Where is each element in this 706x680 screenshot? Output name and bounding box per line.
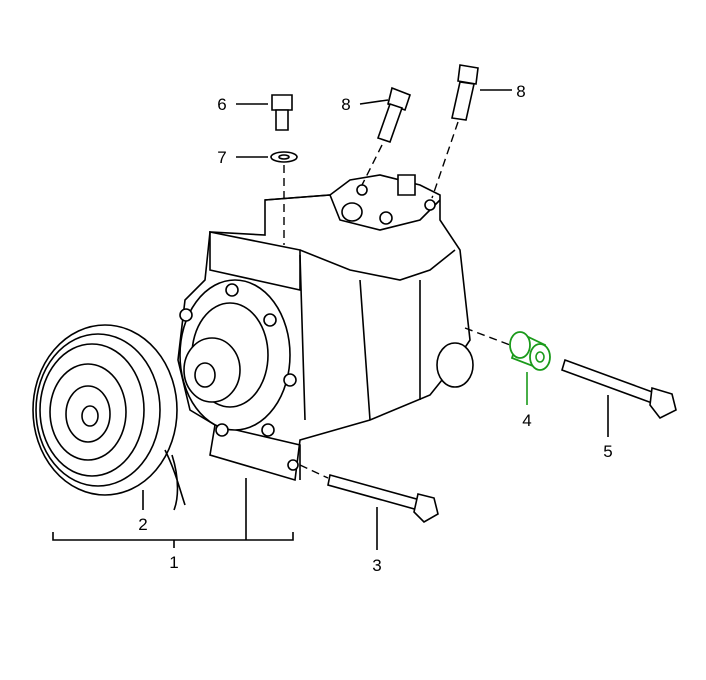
part-6-bolt[interactable] — [271, 94, 293, 131]
part-8-bolt-right[interactable] — [451, 64, 479, 121]
label-3: 3 — [372, 556, 381, 575]
part-7-washer[interactable] — [270, 151, 298, 163]
label-7: 7 — [217, 148, 226, 167]
label-2: 2 — [138, 515, 147, 534]
label-6: 6 — [217, 95, 226, 114]
part-3-bolt[interactable] — [327, 473, 439, 523]
part-5-bolt[interactable] — [561, 358, 677, 420]
label-1: 1 — [169, 553, 178, 572]
compressor-body[interactable] — [177, 174, 474, 482]
part-4-sleeve[interactable] — [509, 331, 551, 371]
label-8b: 8 — [516, 82, 525, 101]
part-8-bolt-left[interactable] — [376, 86, 411, 144]
leader-lines — [52, 89, 609, 550]
label-5: 5 — [603, 442, 612, 461]
label-8a: 8 — [341, 95, 350, 114]
label-4: 4 — [522, 411, 531, 430]
part-2-clutch-pulley[interactable] — [32, 324, 186, 511]
